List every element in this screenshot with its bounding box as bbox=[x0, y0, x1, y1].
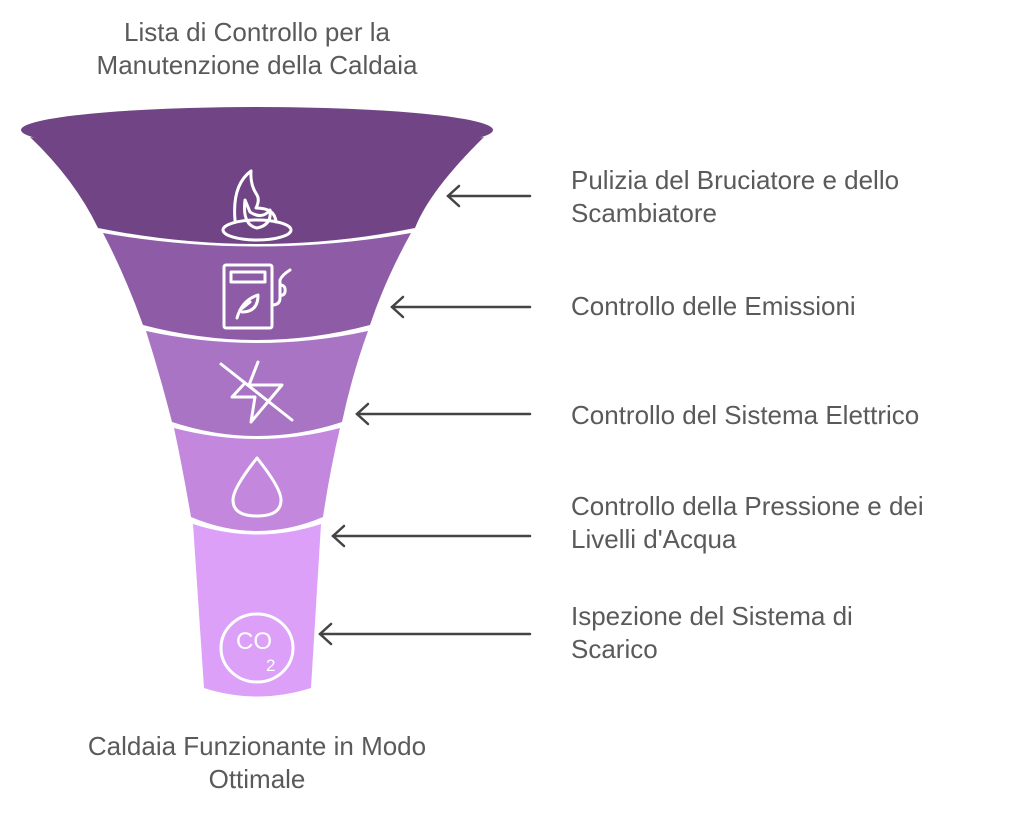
funnel-stage-4 bbox=[174, 428, 340, 531]
label-line: Controllo del Sistema Elettrico bbox=[571, 400, 920, 430]
funnel-title: Lista di Controllo per la Manutenzione d… bbox=[0, 16, 514, 82]
arrow-stage-1 bbox=[446, 184, 532, 208]
stage-label-3: Controllo del Sistema Elettrico bbox=[571, 399, 919, 432]
label-line: Pulizia del Bruciatore e dello bbox=[571, 165, 900, 195]
flame-icon bbox=[221, 169, 293, 242]
funnel-rim bbox=[21, 107, 493, 153]
stage-label-4: Controllo della Pressione e dei Livelli … bbox=[571, 490, 924, 556]
label-line: Livelli d'Acqua bbox=[571, 524, 737, 554]
funnel-stage-5 bbox=[193, 524, 321, 697]
eco-fuel-pump-icon bbox=[222, 263, 292, 330]
title-line: Lista di Controllo per la bbox=[124, 17, 390, 47]
title-line: Manutenzione della Caldaia bbox=[96, 50, 418, 80]
no-electricity-icon bbox=[219, 360, 294, 424]
label-line: Scarico bbox=[571, 634, 658, 664]
funnel-stage-1 bbox=[30, 137, 484, 244]
arrow-stage-5 bbox=[318, 622, 532, 646]
arrow-stage-2 bbox=[390, 295, 532, 319]
arrow-stage-3 bbox=[355, 402, 532, 426]
stage-label-1: Pulizia del Bruciatore e dello Scambiato… bbox=[571, 164, 899, 230]
water-drop-icon bbox=[231, 456, 283, 518]
co2-icon bbox=[219, 612, 295, 684]
arrow-stage-4 bbox=[331, 524, 532, 548]
co2-label: CO bbox=[236, 628, 272, 655]
stage-label-2: Controllo delle Emissioni bbox=[571, 290, 856, 323]
co2-subscript: 2 bbox=[266, 656, 275, 675]
label-line: Controllo delle Emissioni bbox=[571, 291, 856, 321]
label-line: Scambiatore bbox=[571, 198, 717, 228]
stage-label-5: Ispezione del Sistema di Scarico bbox=[571, 600, 853, 666]
funnel-result: Caldaia Funzionante in Modo Ottimale bbox=[0, 730, 514, 796]
label-line: Controllo della Pressione e dei bbox=[571, 491, 924, 521]
label-line: Ispezione del Sistema di bbox=[571, 601, 853, 631]
result-line: Caldaia Funzionante in Modo bbox=[87, 731, 427, 761]
result-line: Ottimale bbox=[208, 764, 306, 794]
funnel-stage-2 bbox=[103, 233, 411, 340]
